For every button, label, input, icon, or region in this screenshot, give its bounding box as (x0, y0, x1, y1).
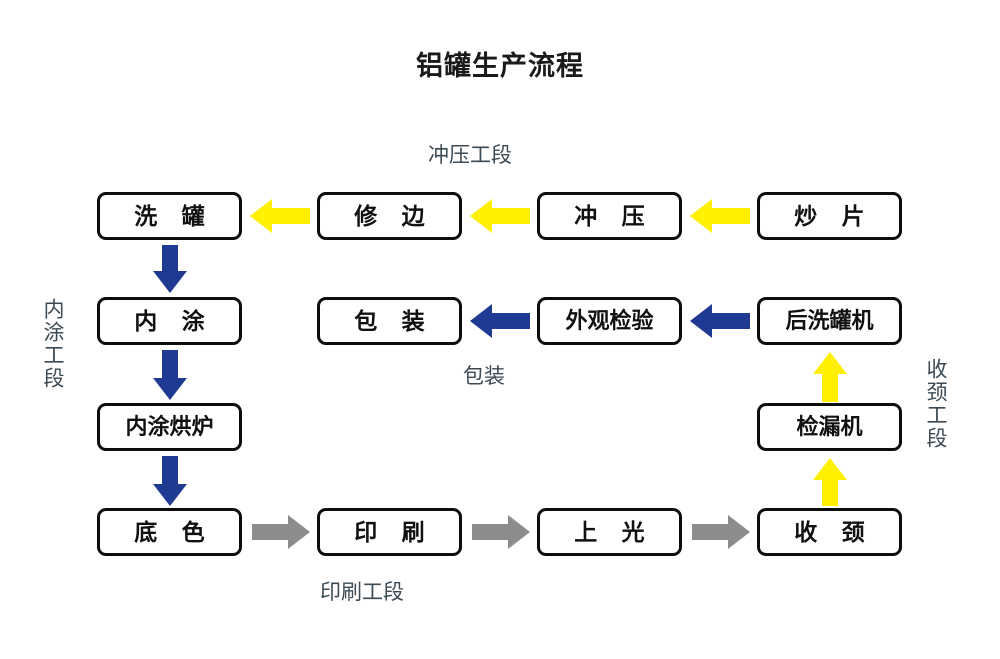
arrow-shoujing-to-jianlouji (810, 458, 850, 506)
arrow-chongya-to-xiubian (470, 196, 530, 236)
arrow-shangguang-to-shoujing (692, 512, 750, 552)
process-box-jianlouji[interactable]: 检漏机 (757, 403, 902, 451)
section-label-yinshua: 印刷工段 (320, 581, 404, 604)
process-box-waiguanjianyan[interactable]: 外观检验 (537, 297, 682, 345)
process-box-shoujing[interactable]: 收 颈 (757, 508, 902, 556)
process-box-dise[interactable]: 底 色 (97, 508, 242, 556)
process-box-yinshua[interactable]: 印 刷 (317, 508, 462, 556)
process-box-xiguan[interactable]: 洗 罐 (97, 192, 242, 240)
arrow-houxiguanji-to-waiguanjianyan (690, 301, 750, 341)
process-box-houxiguanji[interactable]: 后洗罐机 (757, 297, 902, 345)
arrow-neituhonglu-to-dise (150, 456, 190, 506)
page-title: 铝罐生产流程 (416, 51, 584, 81)
process-box-neituhonglu[interactable]: 内涂烘炉 (97, 403, 242, 451)
arrow-jianlouji-to-houxiguanji (810, 352, 850, 402)
process-box-chaopian[interactable]: 炒 片 (757, 192, 902, 240)
arrow-waiguanjianyan-to-baozhuang (470, 301, 530, 341)
arrow-xiguan-to-neitu (150, 245, 190, 293)
arrow-neitu-to-neituhonglu (150, 350, 190, 400)
process-box-shangguang[interactable]: 上 光 (537, 508, 682, 556)
section-label-neitu: 内涂工段 (41, 298, 64, 390)
section-label-shoujing: 收颈工段 (924, 358, 947, 450)
section-label-baozhuang: 包装 (463, 365, 505, 388)
arrow-yinshua-to-shangguang (472, 512, 530, 552)
process-box-chongya[interactable]: 冲 压 (537, 192, 682, 240)
process-box-baozhuang[interactable]: 包 装 (317, 297, 462, 345)
arrow-xiubian-to-xiguan (250, 196, 310, 236)
process-box-xiubian[interactable]: 修 边 (317, 192, 462, 240)
arrow-chaopian-to-chongya (690, 196, 750, 236)
process-box-neitu[interactable]: 内 涂 (97, 297, 242, 345)
section-label-chongya: 冲压工段 (428, 144, 512, 167)
arrow-dise-to-yinshua (252, 512, 310, 552)
